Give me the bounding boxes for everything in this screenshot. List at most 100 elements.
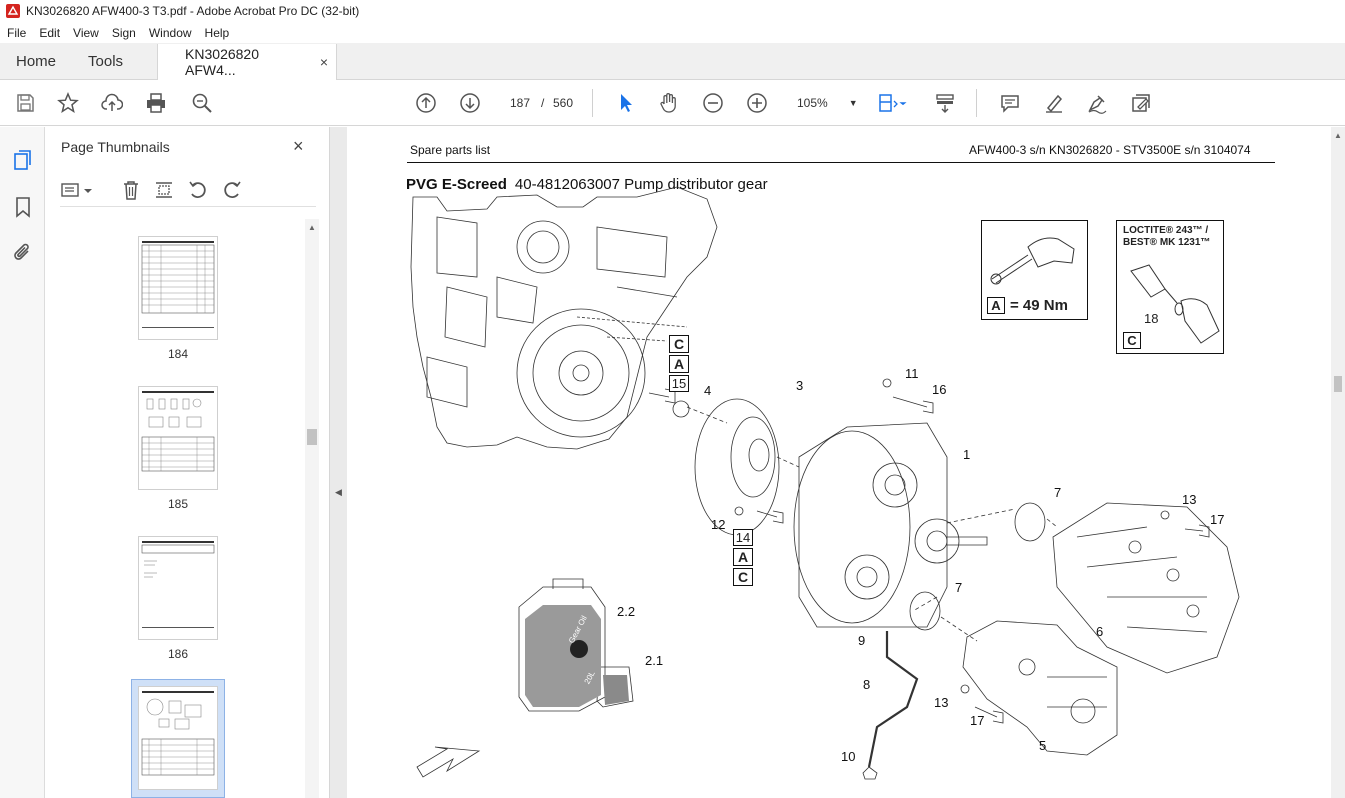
edit-pdf-icon[interactable] — [1129, 91, 1153, 115]
page-up-icon[interactable] — [414, 91, 438, 115]
collapse-arrow-icon: ◀ — [335, 487, 342, 497]
callout-11: 11 — [905, 366, 919, 381]
page-header-left: Spare parts list — [410, 143, 491, 157]
callout-3: 3 — [796, 378, 804, 393]
callout-16: 16 — [932, 382, 947, 397]
menu-help[interactable]: Help — [204, 25, 230, 40]
callout-9: 9 — [858, 633, 866, 648]
thumbnail-scrollbar[interactable]: ▲ — [305, 219, 319, 798]
code-box-c: C — [733, 568, 753, 586]
tab-document[interactable]: KN3026820 AFW4... × — [157, 44, 338, 80]
chevron-down-icon[interactable] — [82, 179, 94, 201]
thumbnail-label: 186 — [167, 647, 189, 661]
options-menu-icon[interactable] — [60, 179, 82, 201]
callout-7a: 7 — [1054, 485, 1062, 500]
callout-2-1: 2.1 — [645, 653, 664, 668]
attachment-icon[interactable] — [11, 241, 35, 265]
bookmarks-icon[interactable] — [11, 195, 35, 219]
document-view[interactable]: Spare parts list AFW400-3 s/n KN3026820 … — [347, 127, 1331, 798]
scroll-mode-icon[interactable] — [933, 91, 957, 115]
fit-page-icon[interactable] — [876, 91, 900, 115]
menu-sign[interactable]: Sign — [111, 25, 136, 40]
thumbnail-tools — [60, 179, 316, 207]
callout-2-2: 2.2 — [617, 604, 636, 619]
tab-tools[interactable]: Tools — [88, 52, 124, 70]
panel-close-icon[interactable]: × — [293, 136, 304, 156]
thumbnail-page[interactable] — [138, 386, 218, 490]
page-thumbnails-panel: Page Thumbnails × 184 185 — [45, 127, 330, 798]
page-header-right: AFW400-3 s/n KN3026820 - STV3500E s/n 31… — [969, 143, 1251, 157]
scroll-up-icon[interactable]: ▲ — [1334, 131, 1342, 140]
thumbnail-preview — [141, 691, 215, 776]
loctite-info-box: LOCTITE® 243™ / BEST® MK 1231™ 18 C — [1116, 220, 1224, 354]
thumbnail-page[interactable] — [138, 236, 218, 340]
scroll-thumb[interactable] — [1334, 376, 1342, 392]
page-thumbnails-icon[interactable] — [11, 148, 35, 172]
print-icon[interactable] — [144, 91, 168, 115]
thumbnail-preview — [141, 391, 215, 472]
extract-pages-icon[interactable] — [153, 179, 175, 201]
menu-view[interactable]: View — [73, 25, 99, 40]
page-title-bold: PVG E-Screed — [406, 176, 507, 193]
acrobat-icon — [6, 4, 20, 18]
thumbnail-page-selected[interactable] — [138, 686, 218, 790]
loctite-code-box: C — [1123, 332, 1141, 349]
exploded-parts-drawing — [410, 186, 1240, 780]
toolbar-divider — [976, 89, 977, 117]
select-arrow-icon[interactable] — [613, 91, 637, 115]
loctite-number: 18 — [1144, 311, 1159, 326]
callout-13b: 13 — [934, 695, 949, 710]
page-down-icon[interactable] — [458, 91, 482, 115]
code-box-a: A — [733, 548, 753, 566]
menu-edit[interactable]: Edit — [39, 25, 61, 40]
callout-7b: 7 — [955, 580, 963, 595]
code-box-a: A — [669, 355, 689, 373]
menu-window[interactable]: Window — [148, 25, 192, 40]
torque-wrench-icon — [990, 237, 1075, 285]
thumbnail-label: 185 — [167, 497, 189, 511]
document-scrollbar[interactable]: ▲ — [1331, 127, 1345, 798]
page-separator: / — [541, 96, 545, 110]
loctite-line2: BEST® MK 1231™ — [1123, 237, 1211, 248]
bookmark-star-icon[interactable] — [56, 91, 80, 115]
zoom-search-icon[interactable] — [190, 91, 214, 115]
upload-cloud-icon[interactable] — [100, 91, 124, 115]
callout-8: 8 — [863, 677, 871, 692]
torque-value: = 49 Nm — [1010, 297, 1068, 314]
hand-tool-icon[interactable] — [657, 91, 681, 115]
zoom-select[interactable]: 105% ▼ — [786, 91, 858, 115]
zoom-in-icon[interactable] — [745, 91, 769, 115]
sign-pen-icon[interactable] — [1085, 91, 1109, 115]
zoom-out-icon[interactable] — [701, 91, 725, 115]
tab-bar: Home Tools KN3026820 AFW4... × — [0, 43, 1345, 80]
scroll-up-icon[interactable]: ▲ — [308, 223, 316, 232]
callout-4: 4 — [704, 383, 712, 398]
chevron-down-icon: ▼ — [848, 98, 858, 108]
panel-collapse-handle[interactable]: ◀ — [330, 127, 347, 798]
thumbnail-page[interactable] — [138, 536, 218, 640]
rotate-right-icon[interactable] — [221, 179, 243, 201]
menu-file[interactable]: File — [7, 25, 27, 40]
comment-icon[interactable] — [998, 91, 1022, 115]
rotate-left-icon[interactable] — [187, 179, 209, 201]
scroll-thumb[interactable] — [307, 429, 317, 445]
delete-page-icon[interactable] — [120, 179, 142, 201]
code-box-c: C — [669, 335, 689, 353]
fit-page-dropdown-icon[interactable] — [896, 91, 910, 115]
toolbar — [0, 80, 1345, 126]
callout-17a: 17 — [1210, 512, 1225, 527]
page-total: 560 — [553, 96, 574, 110]
tab-home[interactable]: Home — [16, 52, 57, 70]
thumbnail-label: 184 — [167, 347, 189, 361]
save-icon[interactable] — [13, 91, 37, 115]
callout-6: 6 — [1096, 624, 1104, 639]
callout-12: 12 — [711, 517, 726, 532]
highlight-pen-icon[interactable] — [1042, 91, 1066, 115]
code-box-14: 14 — [733, 529, 753, 546]
tab-close-icon[interactable]: × — [319, 54, 329, 70]
toolbar-divider — [592, 89, 593, 117]
page-number-input[interactable]: 187 — [509, 96, 531, 110]
header-rule — [407, 162, 1275, 163]
left-rail — [0, 127, 45, 798]
zoom-value: 105% — [797, 96, 828, 110]
